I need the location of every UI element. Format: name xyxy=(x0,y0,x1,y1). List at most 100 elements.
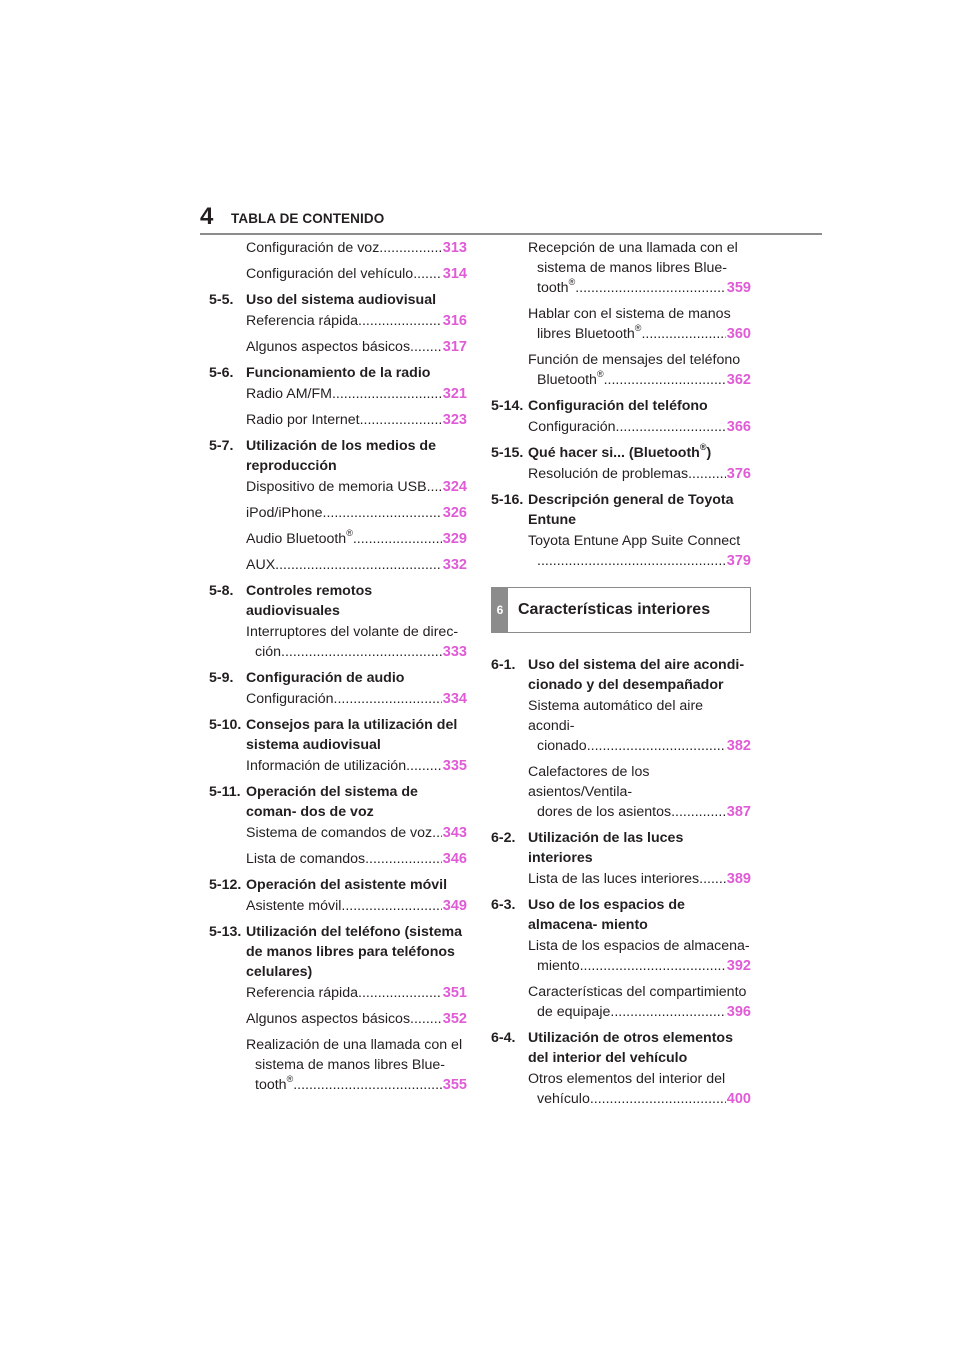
page-link[interactable]: 351 xyxy=(442,985,467,1001)
page-link[interactable]: 379 xyxy=(726,553,751,569)
page-link[interactable]: 317 xyxy=(442,339,467,355)
page-link[interactable]: 316 xyxy=(442,313,467,329)
dot-leader xyxy=(671,802,726,822)
toc-entry-text: Algunos aspectos básicos xyxy=(246,339,411,355)
page-link[interactable]: 387 xyxy=(726,804,751,820)
page-link[interactable]: 400 xyxy=(726,1091,751,1107)
page-link[interactable]: 323 xyxy=(442,412,467,428)
toc-entry[interactable]: Asistente móvil 349 xyxy=(209,896,467,916)
toc-entry[interactable]: Radio por Internet323 xyxy=(209,410,467,430)
toc-entry[interactable]: Lista de comandos346 xyxy=(209,849,467,869)
toc-entry[interactable]: Interruptores del volante de direc-ción 3… xyxy=(209,622,467,662)
page-link[interactable]: 355 xyxy=(442,1077,467,1093)
page-link[interactable]: 324 xyxy=(442,479,467,495)
section-title: Uso de los espacios de almacena- miento xyxy=(528,897,685,933)
toc-entry[interactable]: Calefactores de los asientos/Ventila-dor… xyxy=(491,762,751,822)
toc-entry[interactable]: Configuración de voz313 xyxy=(209,238,467,258)
toc-section-heading: 6-3. Uso de los espacios de almacena- mie… xyxy=(491,895,751,935)
dot-leader xyxy=(406,756,442,776)
dot-leader xyxy=(410,337,442,357)
toc-entry[interactable]: Audio Bluetooth®329 xyxy=(209,529,467,549)
toc-entry[interactable]: Dispositivo de memoria USB324 xyxy=(209,477,467,497)
section-title: Qué hacer si... (Bluetooth®) xyxy=(528,442,712,461)
toc-entry[interactable]: Toyota Entune App Suite Connect379 xyxy=(491,531,751,571)
dot-leader xyxy=(275,555,442,575)
toc-entry[interactable]: Sistema automático del aire acondi-ciona… xyxy=(491,696,751,756)
section-number: 5-10. xyxy=(209,717,242,733)
toc-entry-leader-line: Lista de las luces interiores389 xyxy=(528,869,751,889)
dot-leader xyxy=(604,370,726,390)
page-link[interactable]: 326 xyxy=(442,505,467,521)
dot-leader xyxy=(590,1089,726,1109)
toc-entry-text: Sistema de comandos de voz xyxy=(246,825,433,841)
page-link[interactable]: 382 xyxy=(726,738,751,754)
toc-entry[interactable]: Configuración366 xyxy=(491,417,751,437)
section-number: 6-3. xyxy=(491,897,516,913)
toc-entry-text: ción xyxy=(255,644,282,660)
toc-section-heading: 5-16.Descripción general de Toyota Entun… xyxy=(491,490,751,530)
page-link[interactable]: 396 xyxy=(726,1004,751,1020)
chapter-number-tab: 6 xyxy=(492,588,508,632)
page-link[interactable]: 321 xyxy=(442,386,467,402)
dot-leader xyxy=(432,823,442,843)
page-link[interactable]: 334 xyxy=(442,691,467,707)
toc-entry-text: Bluetooth® xyxy=(537,369,604,388)
page-link[interactable]: 349 xyxy=(442,898,467,914)
toc-entry[interactable]: Sistema de comandos de voz 343 xyxy=(209,823,467,843)
toc-entry[interactable]: Configuración 334 xyxy=(209,689,467,709)
toc-entry[interactable]: AUX332 xyxy=(209,555,467,575)
page-link[interactable]: 360 xyxy=(726,326,751,342)
page-link[interactable]: 343 xyxy=(442,825,467,841)
toc-entry[interactable]: Configuración del vehículo314 xyxy=(209,264,467,284)
toc-entry-text: Asistente móvil xyxy=(246,898,342,914)
toc-entry[interactable]: Resolución de problemas376 xyxy=(491,464,751,484)
toc-entry-leader-line: Algunos aspectos básicos352 xyxy=(246,1009,467,1029)
section-title: Operación del sistema de coman- dos de v… xyxy=(246,784,418,820)
toc-entry-text: Configuración xyxy=(246,691,334,707)
toc-entry-leader-line: Configuración366 xyxy=(528,417,751,437)
toc-entry-leader-line: Sistema de comandos de voz 343 xyxy=(246,823,467,843)
section-number: 6-2. xyxy=(491,830,516,846)
toc-entry[interactable]: Referencia rápida351 xyxy=(209,983,467,1003)
page-link[interactable]: 332 xyxy=(442,557,467,573)
dot-leader xyxy=(358,311,442,331)
page-link[interactable]: 352 xyxy=(442,1011,467,1027)
section-title: Uso del sistema del aire acondi- cionado… xyxy=(528,657,745,693)
toc-entry-text: dores de los asientos xyxy=(537,804,672,820)
toc-entry-leader-line: Lista de comandos346 xyxy=(246,849,467,869)
toc-entry[interactable]: Referencia rápida316 xyxy=(209,311,467,331)
toc-entry-text: Radio AM/FM xyxy=(246,386,332,402)
page-link[interactable]: 329 xyxy=(442,531,467,547)
toc-entry-text: Interruptores del volante de direc- xyxy=(246,624,459,640)
page-link[interactable]: 376 xyxy=(726,466,751,482)
page-link[interactable]: 392 xyxy=(726,958,751,974)
page-link[interactable]: 335 xyxy=(442,758,467,774)
page-link[interactable]: 362 xyxy=(726,372,751,388)
page-link[interactable]: 389 xyxy=(726,871,751,887)
toc-entry[interactable]: Algunos aspectos básicos 317 xyxy=(209,337,467,357)
page-link[interactable]: 366 xyxy=(726,419,751,435)
toc-entry[interactable]: iPod/iPhone326 xyxy=(209,503,467,523)
section-number: 5-5. xyxy=(209,292,234,308)
page-link[interactable]: 333 xyxy=(442,644,467,660)
dot-leader xyxy=(699,869,726,889)
page-link[interactable]: 314 xyxy=(442,266,467,282)
toc-entry[interactable]: Algunos aspectos básicos352 xyxy=(209,1009,467,1029)
toc-entry[interactable]: Radio AM/FM 321 xyxy=(209,384,467,404)
toc-entry-text: Otros elementos del interior del xyxy=(528,1071,726,1087)
toc-entry-text: de equipaje xyxy=(537,1004,611,1020)
toc-entry[interactable]: Información de utilización335 xyxy=(209,756,467,776)
toc-entry[interactable]: Lista de los espacios de almacena-miento… xyxy=(491,936,751,976)
toc-entry-text: sistema de manos libres Blue- xyxy=(255,1057,446,1073)
toc-entry[interactable]: Lista de las luces interiores389 xyxy=(491,869,751,889)
page-link[interactable]: 359 xyxy=(726,280,751,296)
page-link[interactable]: 313 xyxy=(442,240,467,256)
page-link[interactable]: 346 xyxy=(442,851,467,867)
